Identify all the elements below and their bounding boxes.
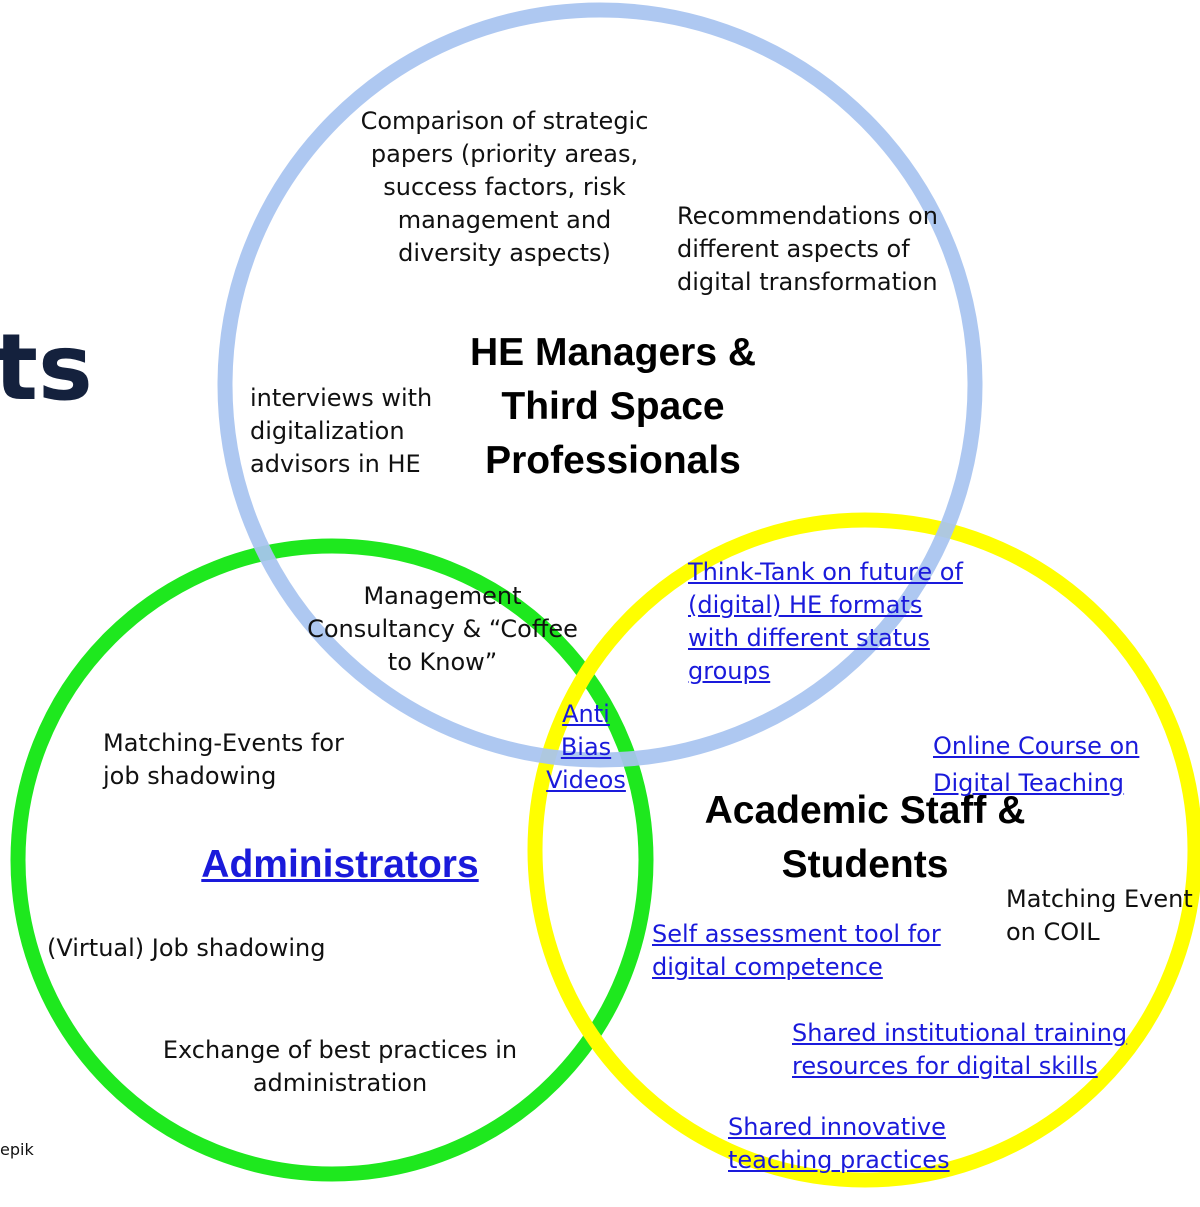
item-anti-bias-videos[interactable]: Anti Bias Videos bbox=[546, 700, 626, 794]
group-title-he-managers: HE Managers & Third Space Professionals bbox=[469, 331, 757, 482]
item-comparison-strategic-papers: Comparison of strategic papers (priority… bbox=[360, 107, 649, 267]
item-shared-training-resources[interactable]: Shared institutional training resources … bbox=[792, 1019, 1128, 1080]
item-think-tank[interactable]: Think-Tank on future of (digital) HE for… bbox=[688, 558, 963, 685]
item-self-assessment-tool[interactable]: Self assessment tool for digital compete… bbox=[652, 920, 941, 981]
academic-staff-students-circle bbox=[527, 512, 1200, 1188]
item-management-consultancy: Management Consultancy & “Coffee to Know… bbox=[307, 582, 578, 676]
slide-heading-fragment: ts bbox=[0, 314, 93, 421]
item-virtual-job-shadowing: (Virtual) Job shadowing bbox=[47, 934, 326, 962]
group-title-administrators[interactable]: Administrators bbox=[201, 843, 479, 886]
item-exchange-best-practices: Exchange of best practices in administra… bbox=[162, 1036, 518, 1097]
item-matching-event-coil: Matching Event on COIL bbox=[1006, 885, 1193, 946]
administrators-circle bbox=[10, 538, 654, 1182]
item-online-course[interactable]: Online Course on Digital Teaching bbox=[933, 732, 1140, 797]
image-credit-fragment: epik bbox=[0, 1140, 34, 1159]
he-managers-circle bbox=[217, 2, 983, 768]
item-shared-teaching-practices[interactable]: Shared innovative teaching practices bbox=[728, 1113, 950, 1174]
item-interviews: interviews with digitalization advisors … bbox=[250, 384, 433, 478]
item-recommendations: Recommendations on different aspects of … bbox=[677, 202, 938, 296]
item-matching-events-job-shadowing: Matching-Events for job shadowing bbox=[103, 729, 344, 790]
group-title-academic-staff-students: Academic Staff & Students bbox=[704, 789, 1026, 886]
